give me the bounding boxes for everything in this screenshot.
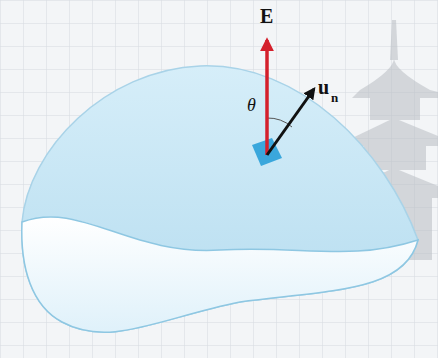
vector-label: u (318, 76, 329, 99)
normal-vector (267, 89, 314, 155)
curved-surface (22, 66, 418, 332)
surface-opening (22, 217, 418, 332)
field-vector (265, 40, 269, 155)
angle-label: θ (247, 95, 256, 116)
vector-label: E (260, 5, 273, 28)
subscript-label: n (331, 90, 338, 106)
